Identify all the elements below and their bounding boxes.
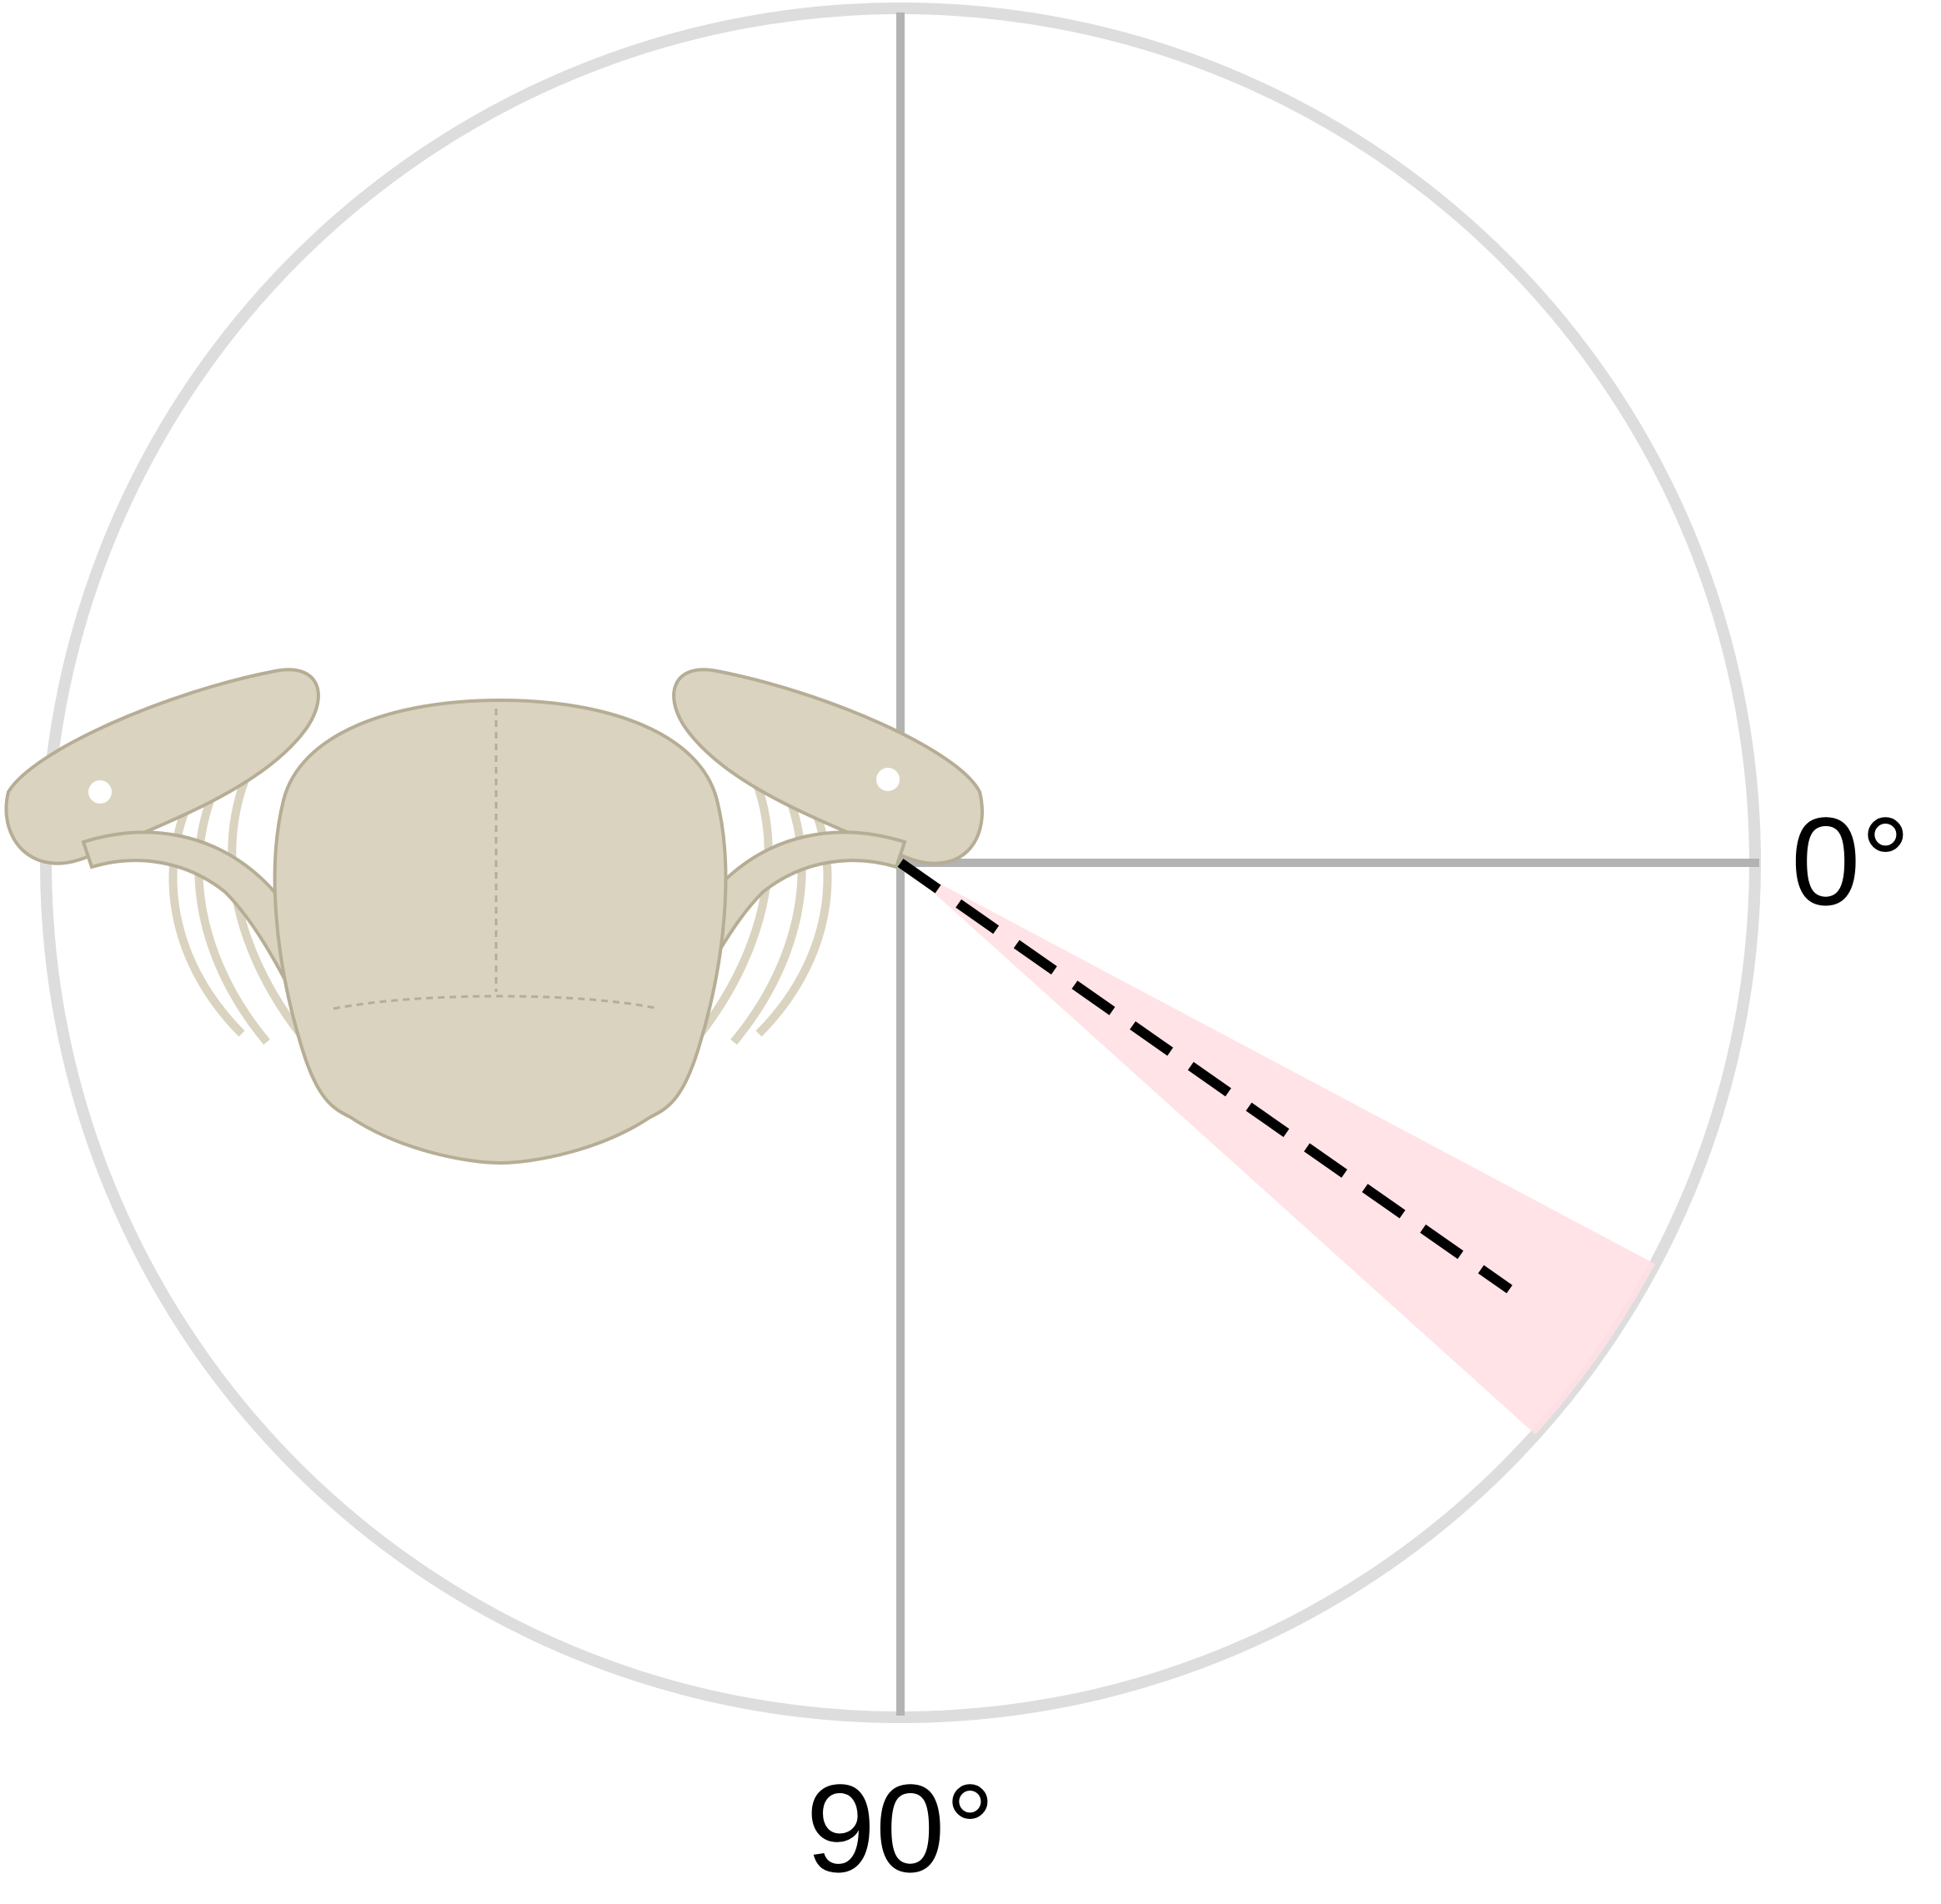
- left-scapula: [4, 668, 320, 865]
- central-mass: [273, 698, 728, 1165]
- label-90-degree: 90°: [806, 1758, 996, 1898]
- angle-range-wedge: [900, 863, 1656, 1435]
- right-foramen: [876, 768, 900, 791]
- shoulder-girdle-illustration: [4, 668, 984, 1165]
- left-foramen: [88, 780, 112, 804]
- central-suture-line: [333, 709, 660, 1010]
- right-scapula: [672, 668, 984, 865]
- label-0-degree: 0°: [1791, 791, 1910, 931]
- measured-angle-line: [897, 859, 1512, 1294]
